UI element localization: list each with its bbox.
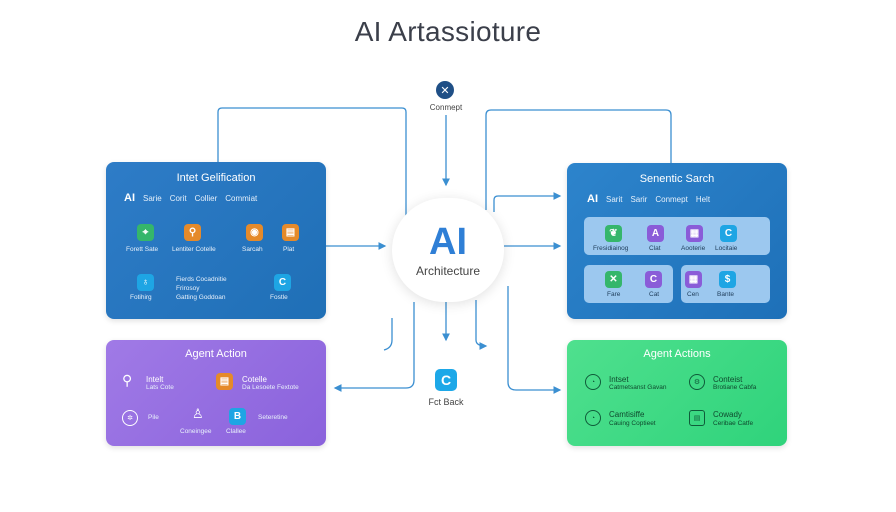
- panel-tab-row: AI Sarie Corit Collier Commiat: [124, 192, 257, 204]
- tab-ai[interactable]: AI: [587, 193, 598, 205]
- person-icon[interactable]: ♙: [192, 406, 204, 421]
- item-caption: Clat: [649, 245, 661, 252]
- tab-item[interactable]: Corit: [169, 193, 187, 203]
- panel-title: Agent Action: [185, 348, 247, 360]
- item-caption: Plat: [283, 246, 295, 253]
- close-icon[interactable]: ✕: [436, 81, 454, 99]
- hub-title: AI: [429, 221, 467, 263]
- target-icon[interactable]: ◉: [246, 224, 263, 241]
- item-caption: Ceribae Catfe: [713, 420, 754, 427]
- tab-item[interactable]: Sarir: [630, 194, 648, 204]
- c-logo-icon[interactable]: B: [229, 408, 246, 425]
- item-caption: Cen: [687, 291, 699, 298]
- item-caption: Bante: [717, 291, 734, 298]
- panel-tab-row: AI Sarit Sarir Conmept Helt: [587, 193, 710, 205]
- item-caption: Pile: [148, 414, 159, 421]
- leaf-icon[interactable]: ❦: [605, 225, 622, 242]
- intent-classification-panel: Intet Gelification AI Sarie Corit Collie…: [106, 162, 326, 319]
- a-letter-icon[interactable]: A: [647, 225, 664, 242]
- item-title: Conteist: [713, 375, 743, 384]
- item-caption: Coneingee: [180, 428, 212, 435]
- page-title: AI Artassioture: [354, 16, 542, 47]
- network-icon[interactable]: ✲: [122, 410, 138, 426]
- panel-title: Senentic Sarch: [639, 173, 715, 185]
- chat-icon[interactable]: ◔: [585, 410, 601, 426]
- c-logo-icon[interactable]: C: [645, 271, 662, 288]
- item-title: Intset: [609, 375, 629, 384]
- agent-action-panel: Agent Action ⚲ Intelt Lats Cote ▤ Cotell…: [106, 340, 326, 446]
- x-icon[interactable]: ✕: [605, 271, 622, 288]
- grid-icon[interactable]: ▦: [685, 271, 702, 288]
- tab-item[interactable]: Collier: [194, 193, 218, 203]
- item-caption: Forett Sate: [126, 246, 159, 253]
- document-icon[interactable]: ▤: [689, 410, 705, 426]
- item-caption: Cauing Coptieet: [609, 420, 656, 427]
- chat-icon[interactable]: ◔: [585, 374, 601, 390]
- pin-icon[interactable]: ⌖: [137, 224, 154, 241]
- tab-ai[interactable]: AI: [124, 192, 135, 204]
- panel-title: Agent Actions: [643, 348, 711, 360]
- agent-actions-panel: Agent Actions ◔ Intset Catmetsanst Gavan…: [567, 340, 787, 446]
- item-caption: Locitaie: [715, 245, 738, 252]
- document-icon[interactable]: ▤: [216, 373, 233, 390]
- item-caption: Cat: [649, 291, 660, 298]
- list-item: Frirosoy: [176, 285, 200, 292]
- tab-item[interactable]: Helt: [695, 194, 711, 204]
- semantic-search-panel: Senentic Sarch AI Sarit Sarir Conmept He…: [567, 163, 787, 319]
- item-title: Cotelle: [242, 375, 267, 384]
- item-caption: Brotiane Cabfa: [713, 384, 757, 391]
- document-icon[interactable]: ▤: [282, 224, 299, 241]
- c-logo-icon[interactable]: C: [435, 369, 457, 391]
- item-caption: Lentiter Cotelle: [172, 246, 216, 253]
- tab-item[interactable]: Conmept: [655, 194, 688, 204]
- item-caption: Fotihirg: [130, 294, 152, 301]
- item-caption: Fostle: [270, 294, 288, 301]
- ai-architecture-hub: AI Architecture: [392, 198, 504, 302]
- search-icon[interactable]: ⚲: [122, 372, 133, 388]
- item-caption: Seteretine: [258, 414, 288, 421]
- item-caption: Fresidiainog: [593, 245, 629, 252]
- gear-icon[interactable]: ⚙: [689, 374, 705, 390]
- grid-icon[interactable]: ▦: [686, 225, 703, 242]
- dollar-icon[interactable]: $: [719, 271, 736, 288]
- top-node-label: Conmept: [429, 103, 463, 112]
- search-icon[interactable]: ⚲: [184, 224, 201, 241]
- item-caption: Da Lesoete Fextote: [242, 384, 299, 391]
- item-caption: Fare: [607, 291, 621, 298]
- item-title: Camtisiffe: [609, 410, 645, 419]
- item-caption: Sarcah: [242, 246, 263, 253]
- tab-item[interactable]: Commiat: [225, 193, 258, 203]
- c-logo-icon[interactable]: C: [720, 225, 737, 242]
- panel-title: Intet Gelification: [176, 172, 256, 184]
- item-caption: Aooterie: [681, 245, 706, 252]
- item-caption: Clallee: [226, 428, 246, 435]
- list-item: Fierds Cocadnitie: [176, 276, 227, 283]
- drop-icon[interactable]: ♁: [137, 274, 154, 291]
- item-caption: Lats Cote: [146, 384, 174, 391]
- item-caption: Catmetsanst Gavan: [609, 384, 667, 391]
- hub-subtitle: Architecture: [415, 264, 481, 278]
- bottom-node-label: Fct Back: [428, 397, 464, 407]
- item-title: Cowady: [713, 410, 742, 419]
- tab-item[interactable]: Sarit: [606, 194, 623, 204]
- tab-item[interactable]: Sarie: [143, 193, 162, 203]
- item-title: Intelt: [146, 375, 164, 384]
- list-item: Gatting Goddoan: [176, 294, 226, 301]
- c-logo-icon[interactable]: C: [274, 274, 291, 291]
